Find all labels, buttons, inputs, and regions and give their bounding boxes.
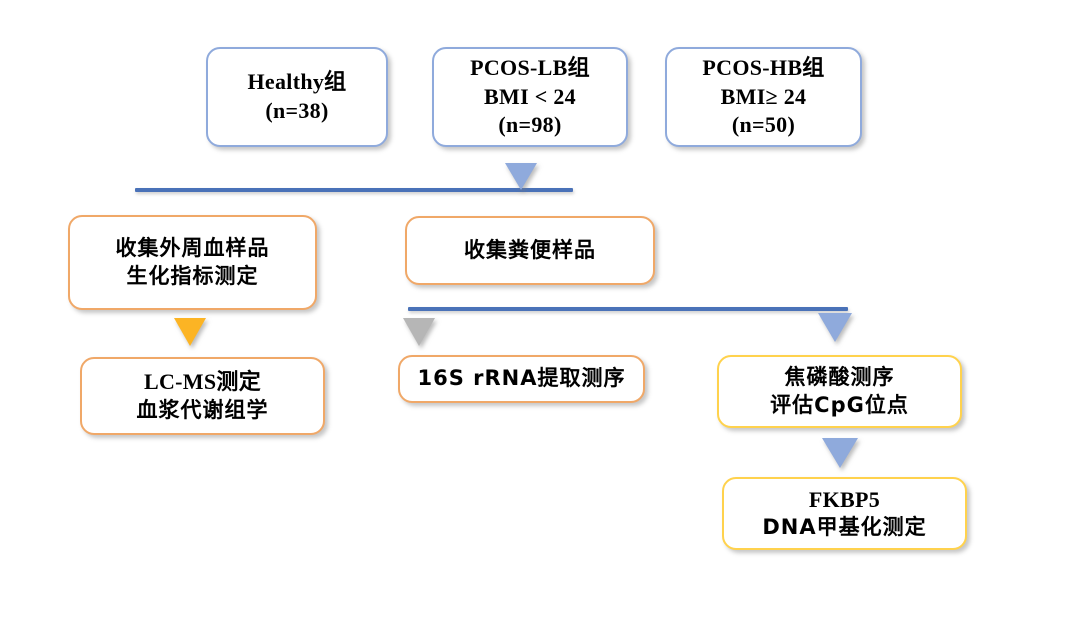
arrow-blood-to-lcms-icon xyxy=(174,318,206,346)
connector-bus-feces-to-assays xyxy=(408,307,848,311)
node-pcos-hb-group: PCOS-HB组 BMI≥ 24 (n=50) xyxy=(665,47,862,147)
node-lc-ms-metabolomics-line-2: 血浆代谢组学 xyxy=(136,397,269,422)
node-pyrosequencing-cpg: 焦磷酸测序 评估CpG位点 xyxy=(717,355,962,428)
arrow-feces-to-pyrosequencing-icon xyxy=(818,313,852,342)
node-blood-sample-collection-line-2: 生化指标测定 xyxy=(126,263,259,288)
arrow-groups-to-feces-icon xyxy=(505,163,537,190)
node-feces-sample-collection-line-1: 收集粪便样品 xyxy=(464,237,596,262)
node-pcos-lb-group: PCOS-LB组 BMI < 24 (n=98) xyxy=(432,47,628,147)
node-healthy-group-line-1: Healthy组 xyxy=(247,69,347,95)
node-fkbp5-dna-methylation-line-1: FKBP5 xyxy=(808,486,881,512)
node-fkbp5-dna-methylation-line-2: DNA甲基化测定 xyxy=(762,515,927,540)
node-pcos-hb-group-line-2: BMI≥ 24 xyxy=(720,83,807,109)
node-16s-rrna-sequencing: 16S rRNA提取测序 xyxy=(398,355,645,403)
node-pcos-lb-group-line-2: BMI < 24 xyxy=(484,83,576,109)
node-pcos-hb-group-line-3: (n=50) xyxy=(731,112,796,138)
node-healthy-group: Healthy组 (n=38) xyxy=(206,47,388,147)
node-fkbp5-dna-methylation: FKBP5 DNA甲基化测定 xyxy=(722,477,967,550)
node-blood-sample-collection-line-1: 收集外周血样品 xyxy=(115,236,270,261)
node-healthy-group-line-2: (n=38) xyxy=(265,98,329,123)
node-feces-sample-collection: 收集粪便样品 xyxy=(405,216,655,285)
node-pyrosequencing-cpg-line-2: 评估CpG位点 xyxy=(770,392,909,417)
node-pyrosequencing-cpg-line-1: 焦磷酸测序 xyxy=(784,365,895,390)
node-lc-ms-metabolomics-line-1: LC-MS测定 xyxy=(144,369,261,395)
node-blood-sample-collection: 收集外周血样品 生化指标测定 xyxy=(68,215,317,310)
connector-bus-groups-to-collection xyxy=(135,188,573,192)
arrow-feces-to-16s-icon xyxy=(403,318,435,346)
node-pcos-hb-group-line-1: PCOS-HB组 xyxy=(702,55,825,81)
node-pcos-lb-group-line-1: PCOS-LB组 xyxy=(470,55,590,81)
node-pcos-lb-group-line-3: (n=98) xyxy=(498,112,562,138)
node-lc-ms-metabolomics: LC-MS测定 血浆代谢组学 xyxy=(80,357,325,435)
arrow-pyrosequencing-to-fkbp5-icon xyxy=(822,438,858,468)
node-16s-rrna-sequencing-line-1: 16S rRNA提取测序 xyxy=(417,366,626,391)
